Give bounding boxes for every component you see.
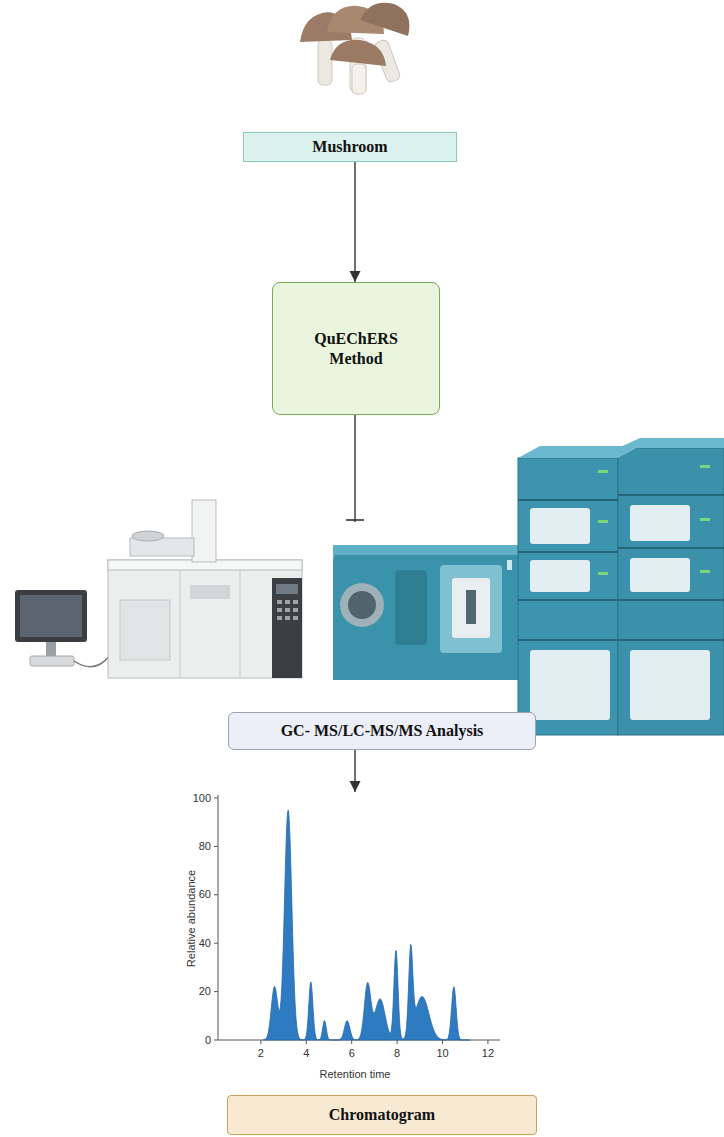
node-text: QuEChERS Method — [301, 329, 411, 367]
axis-title: Relative abundance — [187, 869, 198, 966]
chromatogram-chart — [214, 795, 500, 1044]
ms-ms-instrument — [333, 545, 520, 680]
hplc-instrument — [518, 438, 724, 735]
tick-label: 20 — [199, 986, 211, 997]
result-group: Chromatogram — [200, 792, 564, 1137]
tick-label: 12 — [482, 1048, 494, 1059]
analysis-box: GC- MS/LC-MS/MS Analysis — [228, 712, 536, 750]
node-text: Chromatogram — [329, 1105, 435, 1124]
tick-label: 10 — [436, 1048, 448, 1059]
tick-label: 60 — [199, 889, 211, 900]
tick-label: 4 — [303, 1048, 309, 1059]
flow-arrow — [354, 162, 355, 282]
tick-label: 0 — [205, 1035, 211, 1046]
sample-box: Mushroom — [243, 132, 457, 162]
tick-label: 6 — [349, 1048, 355, 1059]
node-text: Mushroom — [312, 137, 387, 156]
bar-end — [346, 519, 364, 521]
method-box: QuEChERS Method — [272, 282, 440, 415]
tick-label: 8 — [394, 1048, 400, 1059]
tick-label: 100 — [193, 793, 211, 804]
label-box: Chromatogram — [227, 1095, 537, 1135]
flow-arrow — [354, 750, 355, 792]
gc-ms-instrument — [108, 500, 302, 678]
node-text: GC- MS/LC-MS/MS Analysis — [281, 721, 484, 740]
tick-label: 40 — [199, 938, 211, 949]
tick-label: 80 — [199, 841, 211, 852]
axis-title: Retention time — [320, 1069, 391, 1080]
mushroom-illustration — [300, 3, 409, 94]
tick-label: 2 — [258, 1048, 264, 1059]
computer-monitor — [15, 590, 110, 667]
